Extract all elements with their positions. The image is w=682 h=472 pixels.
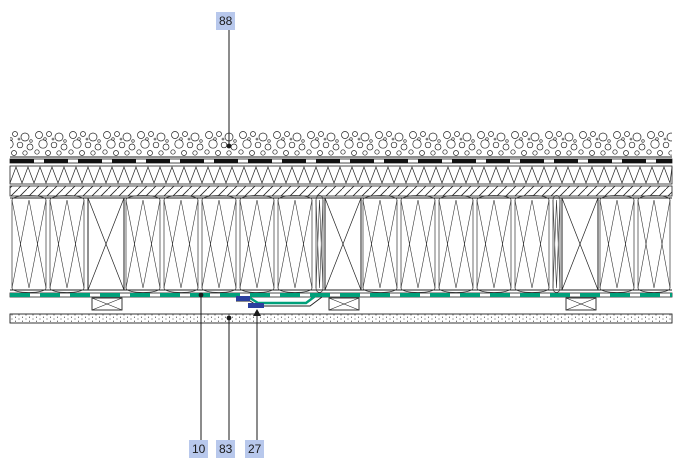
mineral-wool-zigzag-a: [163, 199, 199, 289]
mineral-wool-zigzag-a: [239, 199, 275, 289]
mineral-wool-zigzag-a: [599, 199, 635, 289]
decking-boards: [9, 185, 673, 197]
leader-88-dot: [226, 143, 232, 149]
mineral-wool-cell: [201, 195, 237, 293]
mineral-wool-zigzag-b: [125, 199, 161, 289]
batten-cross-b: [565, 297, 597, 311]
mineral-wool-cell: [362, 195, 398, 293]
rafter-cross-b: [87, 197, 125, 291]
ceiling-board: [9, 313, 673, 324]
callout-83: 83: [216, 440, 236, 458]
tape-connector-upper: [236, 296, 250, 301]
mineral-wool-cell: [438, 195, 474, 293]
tape-connector-lower: [248, 303, 264, 308]
mineral-wool-zigzag-b: [476, 199, 512, 289]
mineral-wool-cell: [11, 195, 47, 293]
mineral-wool-zigzag-b: [552, 199, 561, 289]
mineral-wool-cell: [552, 195, 561, 293]
mineral-wool-cell: [239, 195, 275, 293]
mineral-wool-zigzag-a: [315, 199, 324, 289]
mineral-wool-zigzag-b: [315, 199, 324, 289]
mineral-wool-zigzag-b: [277, 199, 313, 289]
mineral-wool-zigzag-b: [400, 199, 436, 289]
mineral-wool-zigzag-a: [11, 199, 47, 289]
mineral-wool-zigzag-b: [514, 199, 550, 289]
leader-10-dot: [198, 292, 204, 298]
mineral-wool-zigzag-b: [49, 199, 85, 289]
mineral-wool-zigzag-a: [514, 199, 550, 289]
mineral-wool-zigzag-a: [125, 199, 161, 289]
mineral-wool-cell: [49, 195, 85, 293]
mineral-wool-zigzag-b: [362, 199, 398, 289]
mineral-wool-zigzag-b: [438, 199, 474, 289]
mineral-wool-zigzag-a: [637, 199, 671, 289]
mineral-wool-zigzag-a: [362, 199, 398, 289]
rafter-cross-b: [324, 197, 362, 291]
rigid-insulation-zigzag: [9, 166, 673, 184]
batten-cross-b: [91, 297, 123, 311]
mineral-wool-cell: [400, 195, 436, 293]
callout-27: 27: [245, 440, 265, 458]
mineral-wool-zigzag-b: [11, 199, 47, 289]
mineral-wool-cell: [163, 195, 199, 293]
mineral-wool-cell: [125, 195, 161, 293]
rafter-cross-b: [561, 197, 599, 291]
leader-83-dot: [226, 315, 232, 321]
mineral-wool-cell: [514, 195, 550, 293]
gravel-layer: [10, 131, 672, 157]
mineral-wool-zigzag-a: [552, 199, 561, 289]
mineral-wool-zigzag-b: [163, 199, 199, 289]
mineral-wool-cell: [315, 195, 324, 293]
mineral-wool-zigzag-b: [239, 199, 275, 289]
mineral-wool-zigzag-a: [49, 199, 85, 289]
mineral-wool-zigzag-b: [637, 199, 671, 289]
mineral-wool-cell: [599, 195, 635, 293]
mineral-wool-cell: [476, 195, 512, 293]
mineral-wool-zigzag-a: [400, 199, 436, 289]
mineral-wool-zigzag-a: [438, 199, 474, 289]
callout-10: 10: [189, 440, 209, 458]
mineral-wool-cell: [637, 195, 671, 293]
callout-88: 88: [216, 12, 236, 30]
mineral-wool-zigzag-a: [277, 199, 313, 289]
mineral-wool-zigzag-a: [201, 199, 237, 289]
mineral-wool-cell: [277, 195, 313, 293]
leader-27-arrow: [253, 309, 261, 316]
mineral-wool-zigzag-b: [599, 199, 635, 289]
batten-cross-b: [328, 297, 360, 311]
mineral-wool-zigzag-b: [201, 199, 237, 289]
mineral-wool-zigzag-a: [476, 199, 512, 289]
